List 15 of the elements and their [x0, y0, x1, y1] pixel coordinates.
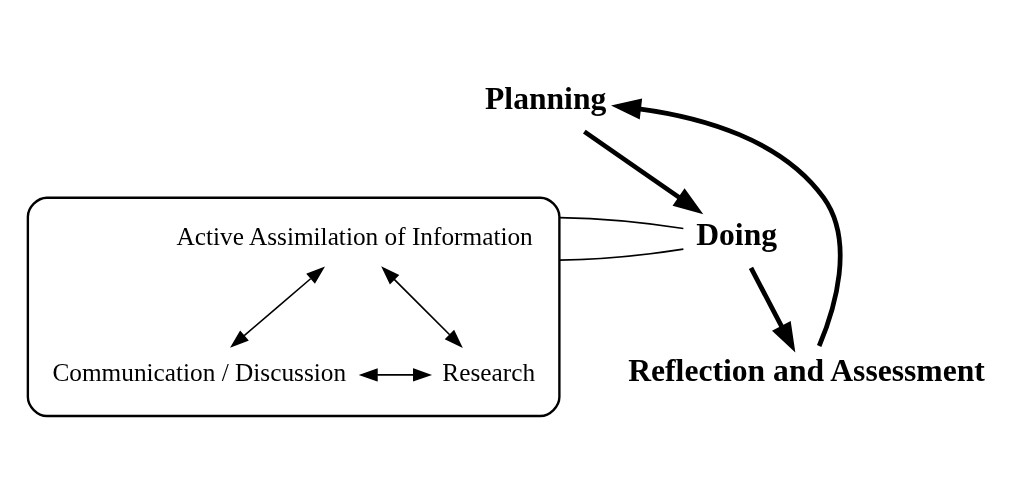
node-text: Doing: [696, 216, 778, 252]
cluster: [26, 196, 561, 417]
arrow: [381, 265, 463, 348]
arrow: [358, 367, 433, 382]
arrow: [583, 129, 704, 214]
arrow: [230, 265, 325, 348]
connector: [558, 216, 685, 229]
arrow: [748, 266, 796, 353]
node-text: Communication / Discussion: [52, 357, 347, 386]
node-text: Active Assimilation of Information: [176, 221, 533, 250]
node-text: Research: [442, 357, 536, 386]
node-text: Reflection and Assessment: [628, 352, 985, 388]
arrow: [611, 98, 843, 347]
connector: [558, 247, 685, 261]
node-text: Planning: [485, 80, 607, 116]
